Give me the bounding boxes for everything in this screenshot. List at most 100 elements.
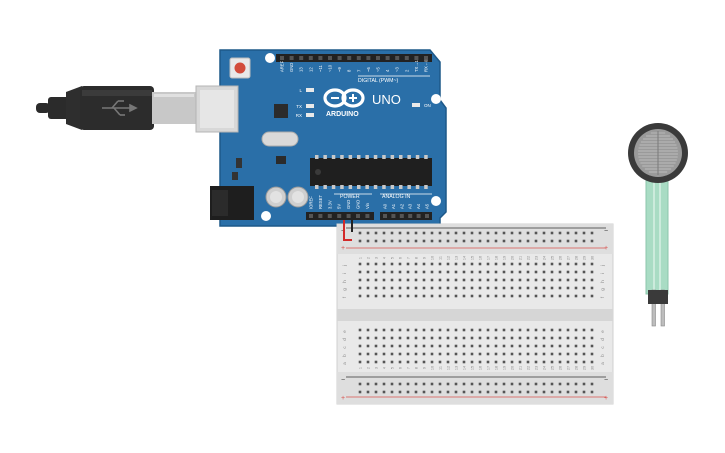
rail-hole[interactable] xyxy=(518,390,522,394)
terminal-hole[interactable] xyxy=(414,294,418,298)
terminal-hole[interactable] xyxy=(582,360,586,364)
rail-hole[interactable] xyxy=(390,382,394,386)
terminal-hole[interactable] xyxy=(510,344,514,348)
rail-hole[interactable] xyxy=(446,390,450,394)
terminal-hole[interactable] xyxy=(438,328,442,332)
terminal-hole[interactable] xyxy=(390,344,394,348)
terminal-hole[interactable] xyxy=(558,344,562,348)
terminal-hole[interactable] xyxy=(550,352,554,356)
terminal-hole[interactable] xyxy=(406,270,410,274)
terminal-hole[interactable] xyxy=(358,336,362,340)
rail-hole[interactable] xyxy=(462,231,466,235)
terminal-hole[interactable] xyxy=(358,344,362,348)
terminal-hole[interactable] xyxy=(470,294,474,298)
terminal-hole[interactable] xyxy=(374,344,378,348)
terminal-hole[interactable] xyxy=(374,262,378,266)
terminal-hole[interactable] xyxy=(550,336,554,340)
terminal-hole[interactable] xyxy=(582,336,586,340)
rail-hole[interactable] xyxy=(374,231,378,235)
terminal-hole[interactable] xyxy=(398,270,402,274)
terminal-hole[interactable] xyxy=(398,344,402,348)
terminal-hole[interactable] xyxy=(510,262,514,266)
rail-hole[interactable] xyxy=(422,382,426,386)
terminal-hole[interactable] xyxy=(406,286,410,290)
terminal-hole[interactable] xyxy=(374,270,378,274)
terminal-hole[interactable] xyxy=(358,360,362,364)
rail-hole[interactable] xyxy=(382,231,386,235)
rail-hole[interactable] xyxy=(462,382,466,386)
terminal-hole[interactable] xyxy=(550,328,554,332)
terminal-hole[interactable] xyxy=(590,352,594,356)
terminal-hole[interactable] xyxy=(382,336,386,340)
terminal-hole[interactable] xyxy=(422,270,426,274)
terminal-hole[interactable] xyxy=(462,344,466,348)
terminal-hole[interactable] xyxy=(502,336,506,340)
terminal-hole[interactable] xyxy=(542,344,546,348)
rail-hole[interactable] xyxy=(582,239,586,243)
terminal-hole[interactable] xyxy=(390,294,394,298)
terminal-hole[interactable] xyxy=(406,262,410,266)
terminal-hole[interactable] xyxy=(590,360,594,364)
rail-hole[interactable] xyxy=(478,239,482,243)
header-pin-hole[interactable] xyxy=(337,56,342,60)
terminal-hole[interactable] xyxy=(422,294,426,298)
header-pin-hole[interactable] xyxy=(346,214,351,218)
terminal-hole[interactable] xyxy=(502,344,506,348)
rail-hole[interactable] xyxy=(454,390,458,394)
rail-hole[interactable] xyxy=(374,382,378,386)
rail-hole[interactable] xyxy=(566,231,570,235)
terminal-hole[interactable] xyxy=(510,278,514,282)
terminal-hole[interactable] xyxy=(502,286,506,290)
terminal-hole[interactable] xyxy=(502,352,506,356)
terminal-hole[interactable] xyxy=(382,328,386,332)
terminal-hole[interactable] xyxy=(582,270,586,274)
terminal-hole[interactable] xyxy=(438,270,442,274)
terminal-hole[interactable] xyxy=(542,360,546,364)
terminal-hole[interactable] xyxy=(438,360,442,364)
terminal-hole[interactable] xyxy=(398,360,402,364)
rail-hole[interactable] xyxy=(430,231,434,235)
wires[interactable] xyxy=(343,220,353,241)
rail-hole[interactable] xyxy=(510,390,514,394)
terminal-hole[interactable] xyxy=(542,352,546,356)
terminal-hole[interactable] xyxy=(526,344,530,348)
rail-hole[interactable] xyxy=(358,239,362,243)
terminal-hole[interactable] xyxy=(558,270,562,274)
terminal-hole[interactable] xyxy=(526,270,530,274)
terminal-hole[interactable] xyxy=(518,328,522,332)
terminal-hole[interactable] xyxy=(510,352,514,356)
rail-hole[interactable] xyxy=(566,382,570,386)
terminal-hole[interactable] xyxy=(502,294,506,298)
terminal-hole[interactable] xyxy=(526,286,530,290)
rail-hole[interactable] xyxy=(494,231,498,235)
terminal-hole[interactable] xyxy=(526,360,530,364)
terminal-hole[interactable] xyxy=(462,286,466,290)
rail-hole[interactable] xyxy=(358,231,362,235)
terminal-hole[interactable] xyxy=(438,294,442,298)
rail-hole[interactable] xyxy=(526,390,530,394)
header-pin-hole[interactable] xyxy=(366,56,371,60)
terminal-hole[interactable] xyxy=(566,262,570,266)
terminal-hole[interactable] xyxy=(454,270,458,274)
terminal-hole[interactable] xyxy=(502,360,506,364)
wire-red-5v[interactable] xyxy=(343,220,352,241)
rail-hole[interactable] xyxy=(590,231,594,235)
rail-hole[interactable] xyxy=(366,231,370,235)
terminal-hole[interactable] xyxy=(542,294,546,298)
terminal-hole[interactable] xyxy=(470,278,474,282)
header-pin-hole[interactable] xyxy=(425,214,429,218)
header-pin-hole[interactable] xyxy=(327,214,332,218)
terminal-hole[interactable] xyxy=(478,344,482,348)
terminal-hole[interactable] xyxy=(558,278,562,282)
terminal-hole[interactable] xyxy=(430,328,434,332)
terminal-hole[interactable] xyxy=(590,262,594,266)
terminal-hole[interactable] xyxy=(550,262,554,266)
terminal-hole[interactable] xyxy=(470,344,474,348)
rail-hole[interactable] xyxy=(414,231,418,235)
rail-hole[interactable] xyxy=(462,390,466,394)
terminal-hole[interactable] xyxy=(574,336,578,340)
terminal-hole[interactable] xyxy=(550,278,554,282)
terminal-hole[interactable] xyxy=(518,270,522,274)
terminal-hole[interactable] xyxy=(358,352,362,356)
terminal-hole[interactable] xyxy=(518,360,522,364)
